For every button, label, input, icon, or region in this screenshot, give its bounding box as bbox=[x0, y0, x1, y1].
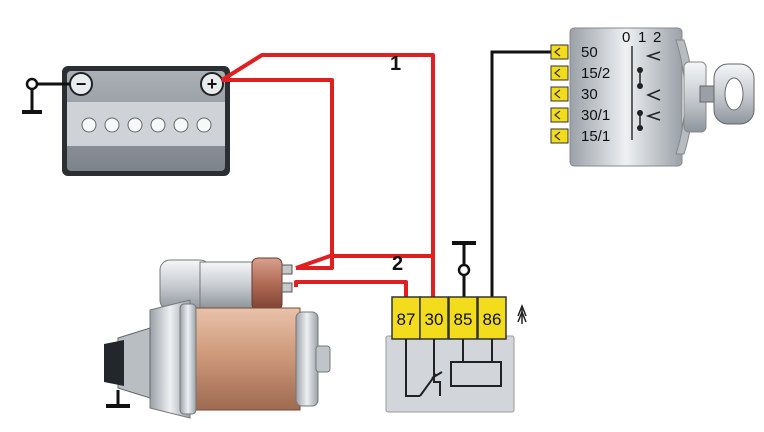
ignition-connectors bbox=[550, 44, 569, 144]
positive-symbol: + bbox=[207, 74, 218, 94]
motor-front-band bbox=[179, 303, 197, 415]
contact-dot bbox=[637, 110, 643, 116]
wire-2-starter-link bbox=[295, 254, 433, 270]
connector-50 bbox=[550, 44, 569, 60]
solenoid-housing bbox=[199, 261, 259, 309]
relay-pin-label-85: 85 bbox=[454, 310, 473, 329]
cell-cap bbox=[81, 117, 97, 133]
contact-dot bbox=[637, 83, 643, 89]
starter-motor bbox=[104, 257, 331, 419]
relay-pin-label-30: 30 bbox=[425, 310, 444, 329]
wire-battery-to-starter bbox=[222, 78, 334, 270]
cell-cap bbox=[104, 117, 120, 133]
motor-rear-cap bbox=[295, 311, 319, 407]
relay-pin-label-87: 87 bbox=[397, 310, 416, 329]
relay-internal-schematic bbox=[405, 339, 502, 397]
wire-relay-87-to-solenoid bbox=[294, 280, 408, 300]
switch-actuator bbox=[431, 371, 443, 379]
wire-label-2: 2 bbox=[392, 253, 403, 275]
relay-mount-icon bbox=[517, 303, 527, 324]
relay-pin-label-86: 86 bbox=[483, 310, 502, 329]
wire-relay-86-to-ignition-50 bbox=[490, 50, 555, 300]
ignition-terminal-15-1: 15/1 bbox=[581, 128, 610, 145]
negative-symbol: − bbox=[76, 74, 87, 94]
ignition-position-0: 0 bbox=[622, 29, 630, 46]
ignition-terminal-15-2: 15/2 bbox=[581, 65, 610, 82]
battery-cell-caps bbox=[81, 117, 212, 133]
battery: − + bbox=[22, 66, 230, 176]
connector-15-1 bbox=[550, 128, 569, 144]
wire-label-1: 1 bbox=[390, 53, 401, 75]
motor-body bbox=[187, 307, 301, 411]
black-wires bbox=[462, 50, 555, 300]
ignition-position-1: 1 bbox=[638, 29, 646, 46]
starter-pinion bbox=[104, 340, 124, 386]
contact-lead-30 bbox=[433, 339, 441, 396]
cell-cap bbox=[127, 117, 143, 133]
relay-coil bbox=[450, 361, 502, 387]
wire-1-battery-to-relay-30 bbox=[220, 53, 435, 300]
solenoid-cover bbox=[251, 257, 283, 311]
solenoid-terminal-upper bbox=[281, 264, 293, 275]
ignition-key bbox=[699, 63, 755, 125]
contact-dot bbox=[637, 67, 643, 73]
red-wires bbox=[220, 53, 435, 300]
cell-cap bbox=[196, 117, 212, 133]
contact-dot bbox=[637, 125, 643, 131]
battery-ground-lug bbox=[25, 77, 39, 91]
ignition-switch-body bbox=[569, 27, 683, 167]
ignition-switch: 0 1 2 50 15/2 30 30/1 15/1 bbox=[550, 27, 755, 167]
ignition-terminal-30: 30 bbox=[581, 86, 598, 103]
solenoid-terminal-lower bbox=[281, 282, 293, 293]
connector-30-1 bbox=[550, 107, 569, 123]
ignition-position-2: 2 bbox=[653, 29, 661, 46]
positive-terminal bbox=[200, 72, 224, 96]
relay-85-ground-lug bbox=[457, 263, 471, 277]
contact-lead-87 bbox=[405, 339, 420, 397]
cell-cap bbox=[150, 117, 166, 133]
key-hole bbox=[724, 77, 744, 111]
relay: 87 30 85 86 bbox=[385, 296, 527, 413]
relay-pin-86 bbox=[477, 296, 507, 340]
ignition-terminal-50: 50 bbox=[581, 44, 598, 61]
relay-pin-30 bbox=[419, 296, 449, 340]
connector-30 bbox=[550, 86, 569, 102]
connector-15-2 bbox=[550, 65, 569, 81]
motor-rear-boss bbox=[315, 345, 331, 373]
ignition-terminal-30-1: 30/1 bbox=[581, 107, 610, 124]
cell-cap bbox=[173, 117, 189, 133]
